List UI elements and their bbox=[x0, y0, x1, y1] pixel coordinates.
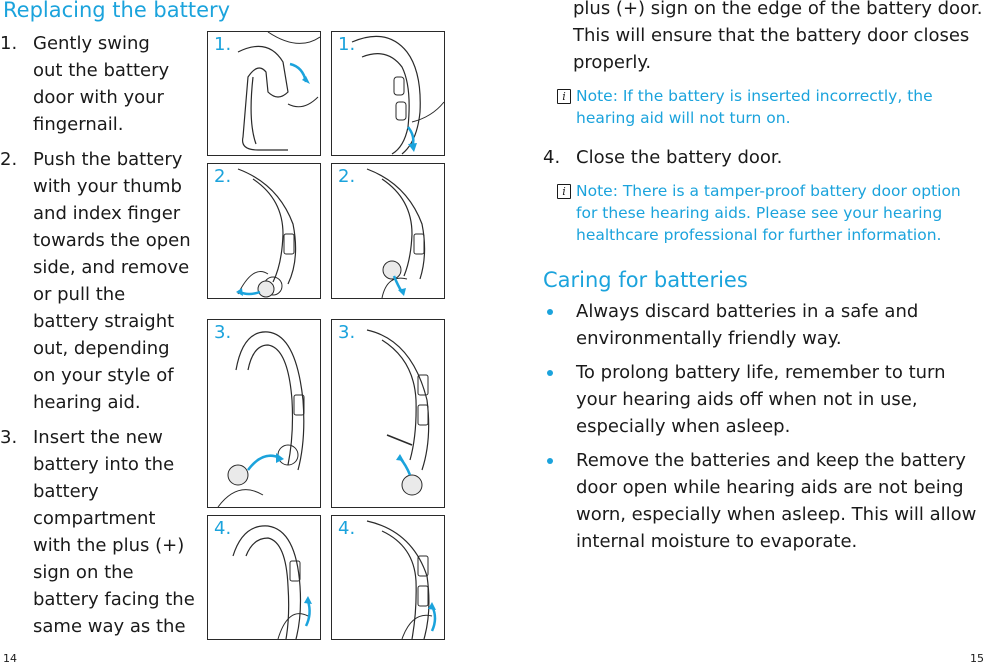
panel-label: 3. bbox=[214, 322, 232, 343]
panel-label: 4. bbox=[338, 518, 356, 539]
step-1: 1. Gently swing out the battery door wit… bbox=[0, 30, 173, 138]
note-incorrect-insertion: i Note: If the battery is inserted incor… bbox=[543, 85, 985, 129]
illustration-3b: 3. bbox=[331, 319, 445, 508]
bullet-text: Always discard batteries in a safe and e… bbox=[576, 301, 919, 349]
hearing-aid-illustration bbox=[366, 329, 430, 496]
continuation-text: plus (+) sign on the edge of the battery… bbox=[573, 0, 983, 73]
illustration-1a: 1. bbox=[207, 31, 321, 156]
panel-label: 3. bbox=[338, 322, 356, 343]
bullet-dot-icon bbox=[547, 309, 553, 315]
illustration-2b: 2. bbox=[331, 163, 445, 299]
bullet-item: To prolong battery life, remember to tur… bbox=[543, 359, 985, 440]
hearing-aid-illustration bbox=[236, 168, 297, 298]
hearing-aid-illustration bbox=[217, 331, 305, 507]
illustration-4a: 4. bbox=[207, 515, 321, 640]
step-text: Gently swing out the battery door with y… bbox=[33, 33, 170, 135]
illustration-2a: 2. bbox=[207, 163, 321, 299]
step-number: 4. bbox=[543, 147, 561, 168]
hearing-aid-illustration bbox=[237, 32, 320, 151]
step-number: 3. bbox=[0, 427, 18, 448]
hearing-aid-illustration bbox=[366, 168, 426, 298]
info-note-icon: i bbox=[557, 184, 571, 199]
note-text: Note: If the battery is inserted incorre… bbox=[576, 87, 933, 127]
panel-label: 1. bbox=[338, 34, 356, 55]
left-page-title: Replacing the battery bbox=[3, 0, 231, 22]
caring-batteries-title: Caring for batteries bbox=[543, 268, 748, 292]
step-2: 2. Push the battery with your thumb and … bbox=[0, 146, 195, 416]
step-text: Insert the new battery into the battery … bbox=[33, 427, 195, 637]
panel-label: 2. bbox=[214, 166, 232, 187]
step-3: 3. Insert the new battery into the batte… bbox=[0, 424, 195, 640]
hearing-aid-illustration bbox=[366, 520, 437, 639]
note-tamper-proof: i Note: There is a tamper-proof battery … bbox=[543, 180, 985, 246]
bullet-text: To prolong battery life, remember to tur… bbox=[576, 362, 946, 437]
right-page: plus (+) sign on the edge of the battery… bbox=[543, 0, 985, 555]
step-text: Push the battery with your thumb and ind… bbox=[33, 149, 191, 413]
step-number: 1. bbox=[0, 33, 18, 54]
illustration-3a: 3. bbox=[207, 319, 321, 508]
panel-label: 1. bbox=[214, 34, 232, 55]
bullet-text: Remove the batteries and keep the batter… bbox=[576, 450, 977, 552]
note-text: Note: There is a tamper-proof battery do… bbox=[576, 182, 961, 244]
bullet-item: Always discard batteries in a safe and e… bbox=[543, 298, 985, 352]
step-4: 4. Close the battery door. bbox=[543, 144, 985, 171]
bullet-dot-icon bbox=[547, 370, 553, 376]
step-text: Close the battery door. bbox=[576, 147, 783, 168]
bullet-item: Remove the batteries and keep the batter… bbox=[543, 447, 985, 555]
hearing-aid-illustration bbox=[232, 525, 312, 639]
panel-label: 4. bbox=[214, 518, 232, 539]
page-number-left: 14 bbox=[3, 652, 17, 665]
page-number-right: 15 bbox=[970, 652, 984, 665]
bullet-dot-icon bbox=[547, 458, 553, 464]
battery-steps-list: 1. Gently swing out the battery door wit… bbox=[0, 30, 200, 648]
illustration-1b: 1. bbox=[331, 31, 445, 156]
step-number: 2. bbox=[0, 149, 18, 170]
panel-label: 2. bbox=[338, 166, 356, 187]
hearing-aid-illustration bbox=[351, 35, 444, 155]
illustration-4b: 4. bbox=[331, 515, 445, 640]
info-note-icon: i bbox=[557, 89, 571, 104]
